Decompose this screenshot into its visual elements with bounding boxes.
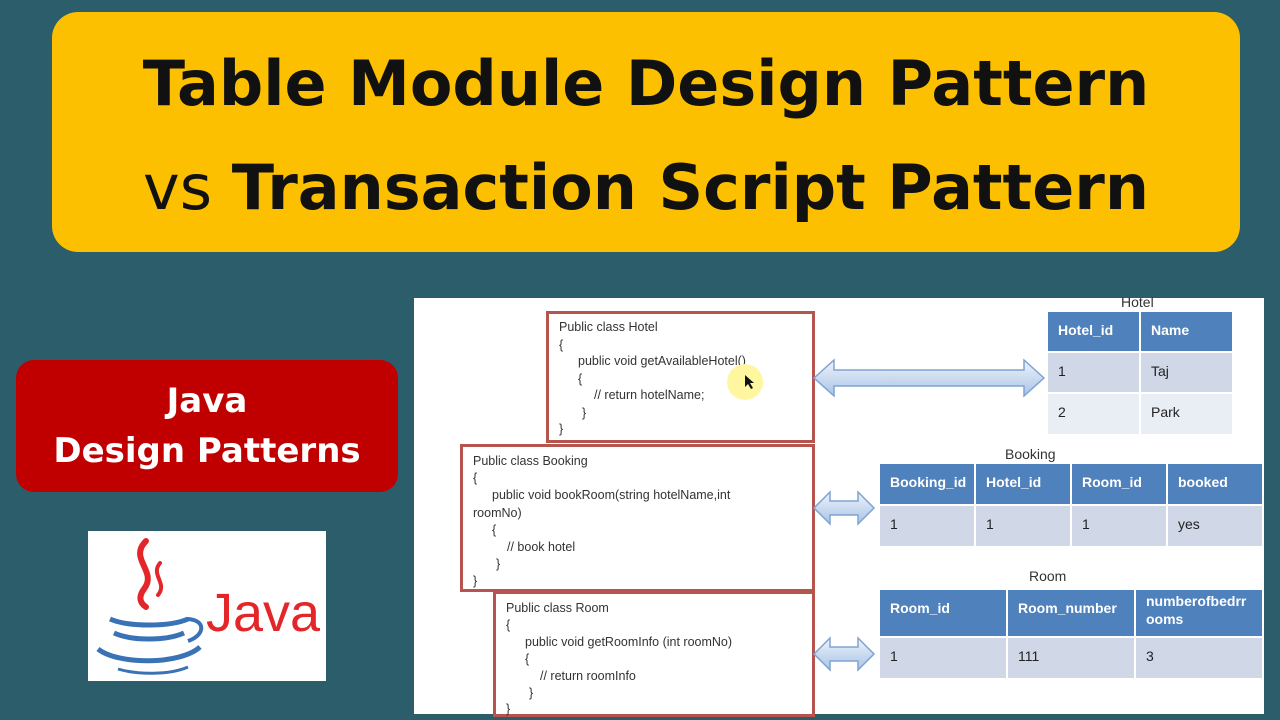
- code-line: }: [559, 422, 564, 436]
- table-cell: Taj: [1141, 353, 1234, 394]
- code-line: }: [506, 702, 511, 716]
- java-logo: Java: [88, 531, 326, 681]
- hotel-class-box: Public class Hotel { public void getAvai…: [546, 311, 815, 443]
- java-design-patterns-badge: Java Design Patterns: [16, 360, 398, 492]
- table-header-cell: booked: [1168, 464, 1264, 506]
- table-cell: 1: [880, 638, 1008, 680]
- booking-class-box: Public class Booking { public void bookR…: [460, 444, 815, 592]
- table-cell: 111: [1008, 638, 1136, 680]
- double-arrow-icon: [812, 490, 876, 526]
- badge-line-2: Design Patterns: [53, 431, 361, 471]
- code-line: roomNo): [473, 506, 522, 520]
- table-header-cell: Room_number: [1008, 590, 1136, 638]
- double-arrow-icon: [812, 636, 876, 672]
- table-header-cell: Booking_id: [880, 464, 976, 506]
- code-line: Public class Room: [506, 601, 609, 615]
- table-cell: 3: [1136, 638, 1264, 680]
- code-line: }: [473, 574, 478, 588]
- code-line: {: [473, 471, 478, 485]
- java-cup-icon: Java: [96, 538, 321, 675]
- code-line: // return roomInfo: [540, 669, 636, 683]
- code-line: public void bookRoom(string hotelName,in…: [492, 488, 731, 502]
- diagram-panel: Public class Hotel { public void getAvai…: [414, 294, 1264, 717]
- table-cell: yes: [1168, 506, 1264, 548]
- table-cell: 1: [880, 506, 976, 548]
- table-header-cell: Room_id: [1072, 464, 1168, 506]
- badge-line-1: Java: [166, 381, 248, 421]
- code-line: {: [559, 338, 564, 352]
- code-line: }: [582, 406, 587, 420]
- title-banner: Table Module Design Pattern vs Transacti…: [52, 12, 1240, 252]
- code-line: public void getAvailableHotel(): [578, 354, 746, 368]
- table-header-cell: Room_id: [880, 590, 1008, 638]
- table-header-cell: Hotel_id: [1048, 312, 1141, 353]
- table-header-cell: Name: [1141, 312, 1234, 353]
- table-cell: 2: [1048, 394, 1141, 436]
- room-class-box: Public class Room { public void getRoomI…: [493, 591, 815, 717]
- title-line-1: Table Module Design Pattern: [142, 47, 1150, 120]
- code-line: Public class Hotel: [559, 320, 658, 334]
- table-cell: 1: [1048, 353, 1141, 394]
- double-arrow-icon: [812, 358, 1046, 398]
- code-line: Public class Booking: [473, 454, 588, 468]
- hotel-table-title: Hotel: [1121, 294, 1154, 310]
- code-line: // return hotelName;: [594, 388, 705, 402]
- code-line: public void getRoomInfo (int roomNo): [525, 635, 733, 649]
- cursor-icon: [745, 375, 754, 389]
- code-line: }: [529, 686, 534, 700]
- code-line: // book hotel: [507, 540, 576, 554]
- title-line-2-rest: Transaction Script Pattern: [231, 151, 1149, 224]
- code-line: }: [496, 557, 501, 571]
- table-cell: 1: [976, 506, 1072, 548]
- java-logo-text: Java: [206, 583, 321, 643]
- table-cell: Park: [1141, 394, 1234, 436]
- table-header-cell: Hotel_id: [976, 464, 1072, 506]
- code-line: {: [578, 372, 583, 386]
- booking-table-title: Booking: [1005, 446, 1056, 462]
- table-cell: 1: [1072, 506, 1168, 548]
- title-vs: vs: [143, 151, 213, 224]
- code-line: {: [492, 523, 497, 537]
- room-table-title: Room: [1029, 568, 1067, 584]
- code-line: {: [525, 652, 530, 666]
- code-line: {: [506, 618, 511, 632]
- table-header-cell: numberofbedrr ooms: [1136, 590, 1264, 638]
- title-line-2: vs Transaction Script Pattern: [52, 152, 1240, 224]
